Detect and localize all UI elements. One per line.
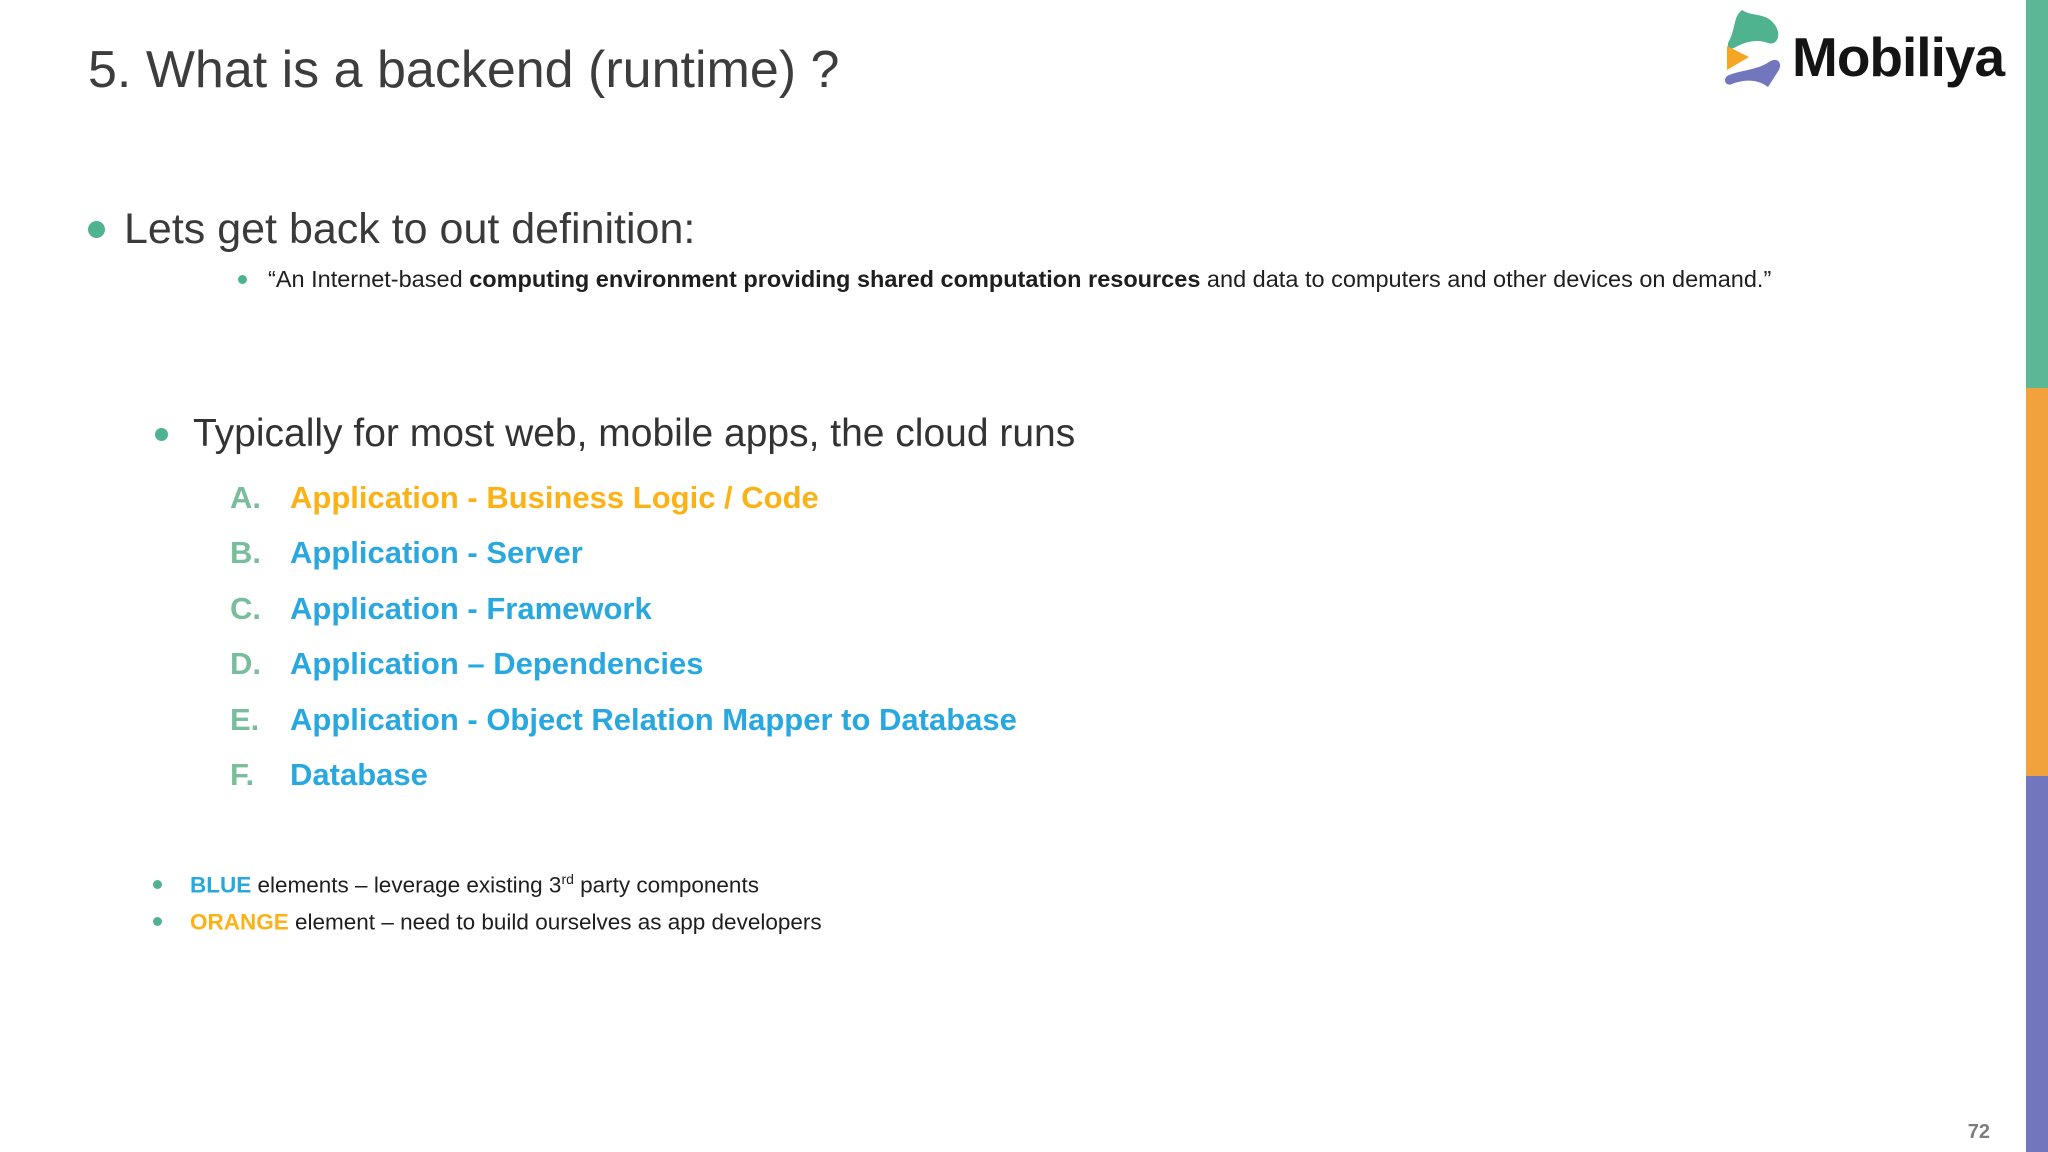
list-item: D. Application – Dependencies: [230, 637, 1017, 693]
list-item-label: Database: [290, 757, 428, 793]
color-legend: BLUE elements – leverage existing 3rd pa…: [153, 866, 822, 940]
list-item: C. Application - Framework: [230, 581, 1017, 637]
list-item-letter: E.: [230, 701, 260, 737]
definition-quote-text: “An Internet-based computing environment…: [268, 262, 1933, 296]
list-item: B. Application - Server: [230, 526, 1017, 582]
legend-body: elements – leverage existing 3: [251, 872, 562, 898]
list-item: F. Database: [230, 748, 1017, 804]
list-item-label: Application - Business Logic / Code: [290, 479, 819, 515]
logo: Mobiliya: [1722, 8, 2005, 105]
legend-superscript: rd: [561, 870, 574, 887]
accent-bar-orange: [2026, 388, 2048, 776]
bullet-icon: [238, 275, 247, 284]
definition-quote: “An Internet-based computing environment…: [238, 262, 1933, 296]
list-item-letter: B.: [230, 535, 261, 571]
mobiliya-logo-icon: [1722, 8, 1784, 105]
bullet-icon: [153, 917, 162, 926]
accent-bar-purple: [2026, 776, 2048, 1152]
bullet-icon: [88, 221, 105, 238]
list-item: E. Application - Object Relation Mapper …: [230, 692, 1017, 748]
legend-item-blue: BLUE elements – leverage existing 3rd pa…: [153, 866, 822, 903]
legend-body: element – need to build ourselves as app…: [288, 909, 822, 935]
legend-body-after: party components: [573, 872, 759, 898]
bullet-icon: [153, 880, 162, 889]
legend-text: ORANGE element – need to build ourselves…: [190, 908, 822, 936]
list-item-label: Application - Object Relation Mapper to …: [290, 701, 1017, 737]
accent-bar-teal: [2026, 0, 2048, 388]
cloud-list: A. Application - Business Logic / Code B…: [230, 470, 1017, 803]
page-number: 72: [1967, 1121, 1990, 1143]
list-item-letter: F.: [230, 757, 255, 793]
accent-bar: [2026, 0, 2048, 1152]
legend-text: BLUE elements – leverage existing 3rd pa…: [190, 871, 759, 899]
quote-suffix: and data to computers and other devices …: [1200, 266, 1772, 292]
logo-wordmark: Mobiliya: [1792, 25, 2005, 88]
legend-term: BLUE: [190, 872, 252, 898]
legend-item-orange: ORANGE element – need to build ourselves…: [153, 903, 822, 940]
bullet-icon: [155, 427, 168, 441]
cloud-heading: Typically for most web, mobile apps, the…: [155, 412, 1075, 456]
quote-bold: computing environment providing shared c…: [469, 266, 1201, 292]
list-item-label: Application – Dependencies: [290, 646, 704, 682]
quote-prefix: “An Internet-based: [268, 266, 470, 292]
slide-title: 5. What is a backend (runtime) ?: [88, 41, 840, 99]
list-item-label: Application - Framework: [290, 590, 652, 626]
cloud-heading-label: Typically for most web, mobile apps, the…: [193, 412, 1076, 455]
list-item-label: Application - Server: [290, 535, 583, 571]
list-item: A. Application - Business Logic / Code: [230, 470, 1017, 526]
legend-term: ORANGE: [190, 909, 289, 935]
definition-heading-label: Lets get back to out definition:: [124, 205, 696, 253]
definition-heading: Lets get back to out definition:: [88, 205, 695, 254]
list-item-letter: D.: [230, 646, 261, 682]
list-item-letter: C.: [230, 590, 261, 626]
list-item-letter: A.: [230, 479, 261, 515]
